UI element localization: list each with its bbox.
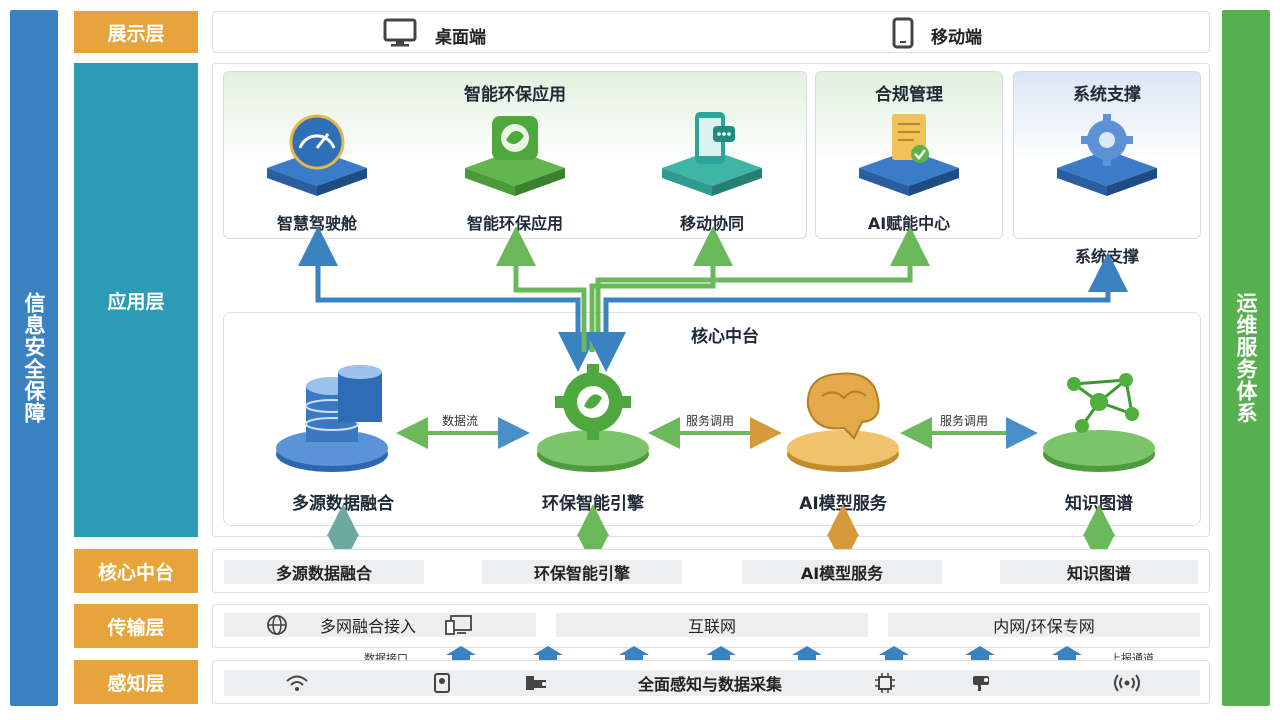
desktop-label: 桌面端 [435,28,486,48]
cctv-icon [973,676,989,691]
flow-label-data: 数据流 [442,414,479,428]
transport-internet: 互联网 [556,613,868,637]
app-group-title: 合规管理 [875,85,943,105]
app-group-title: 系统支撑 [1073,85,1141,105]
gear-icon [1057,114,1157,196]
mobile-label: 移动端 [931,28,982,48]
brain-icon [787,372,899,472]
network-icon [1043,373,1155,472]
flow-label-service-1: 服务调用 [686,414,735,428]
radio-icon [1114,674,1140,692]
eco-gear-icon [537,364,649,472]
transport-access-label: 多网融合接入 [320,617,417,636]
chip-icon [875,673,895,693]
layer-label-perception: 感知层 [74,660,198,704]
transport-intranet: 内网/环保专网 [888,613,1200,637]
info-security-bar: 信息安全保障 [10,10,58,706]
layer-label-core: 核心中台 [74,549,198,593]
mobile-chat-icon [662,112,762,196]
flow-label-service-2: 服务调用 [940,414,989,428]
transport-access-strip: 多网融合接入 [224,613,536,637]
database-icon [276,365,388,472]
perception-strip [224,670,1200,696]
gauge-icon [267,114,367,196]
sensor-icon [434,673,450,693]
display-panel: 桌面端 移动端 [212,11,1210,53]
globe-icon [267,615,287,635]
info-security-label: 信息安全保障 [22,292,46,424]
ops-service-label: 运维服务体系 [1234,292,1258,424]
app-group-title: 智能环保应用 [464,85,566,105]
core-strip-knowledge-graph: 知识图谱 [1000,560,1198,584]
core-strip-ai-model: AI模型服务 [742,560,942,584]
ops-service-bar: 运维服务体系 [1222,10,1270,706]
layer-label-transport: 传输层 [74,604,198,648]
document-check-icon [859,114,959,196]
layer-label-display: 展示层 [74,11,198,53]
layer-label-application: 应用层 [74,63,198,537]
core-strip-data-fusion: 多源数据融合 [224,560,424,584]
wifi-icon [286,675,308,691]
devices-icon [445,615,472,635]
leaf-icon [465,116,565,196]
camera-icon [526,676,546,690]
phone-icon [892,17,914,49]
monitor-icon [383,18,417,47]
perception-label: 全面感知与数据采集 [637,675,782,694]
core-strip-eco-engine: 环保智能引擎 [482,560,682,584]
